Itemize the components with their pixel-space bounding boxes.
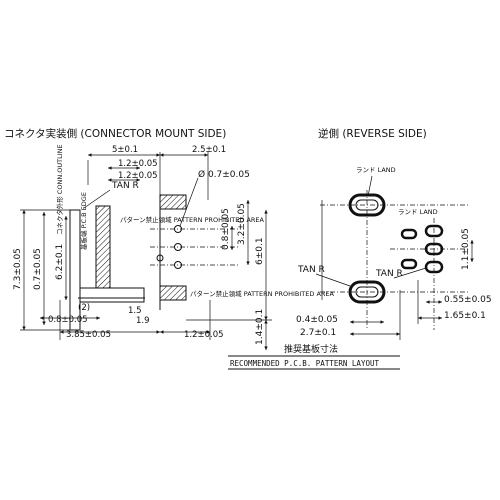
connector-body xyxy=(95,205,111,289)
left-top-dimensions: 5±0.1 2.5±0.1 1.2±0.05 1.2±0.05 xyxy=(87,145,226,200)
footer-title: 推奨基板寸法 RECOMMENDED P.C.B. PATTERN LAYOUT xyxy=(228,343,400,370)
dim-5: 5±0.1 xyxy=(112,145,138,155)
prohibited-area-top xyxy=(159,194,187,210)
right-dimensions: 1.1±0.05 0.55±0.05 1.65±0.1 0.4±0.05 2.7… xyxy=(296,228,492,340)
dim-1-2-a: 1.2±0.05 xyxy=(118,159,158,169)
footer-title-en: RECOMMENDED P.C.B. PATTERN LAYOUT xyxy=(230,359,379,368)
dim-2-paren: (2) xyxy=(78,303,90,313)
dim-1-65: 1.65±0.1 xyxy=(444,311,486,321)
dim-1-2-bottom: 1.2±0.05 xyxy=(184,330,224,340)
dim-7-3: 7.3±0.05 xyxy=(13,248,23,290)
right-tan-label-2: TAN R xyxy=(375,269,403,279)
dim-0-4: 0.4±0.05 xyxy=(296,315,338,325)
dim-0-8-bottom: 0.8±0.05 xyxy=(48,315,88,325)
pattern-label-bottom: パターン禁止領域 PATTERN PROHIBITED AREA xyxy=(190,289,335,298)
pattern-label-top: パターン禁止領域 PATTERN PROHIBITED AREA xyxy=(120,215,265,224)
left-bottom-dimensions: (2) 0.8±0.05 1.5 1.9 3.85±0.05 1.2±0.05 xyxy=(40,300,224,340)
dim-6: 6±0.1 xyxy=(255,237,265,265)
land-label-2: ランド LAND xyxy=(398,208,438,216)
footer-title-jp: 推奨基板寸法 xyxy=(284,343,338,355)
left-vertical-dimensions: 7.3±0.05 0.7±0.05 6.2±0.1 xyxy=(13,209,70,331)
dim-3-85: 3.85±0.05 xyxy=(66,330,111,340)
left-right-dimensions: 0.8±0.05 3.2±0.05 6±0.1 1.4±0.1 xyxy=(186,200,272,350)
pin-holes xyxy=(150,225,240,269)
prohibited-area-bottom xyxy=(159,285,187,301)
right-centerlines xyxy=(320,190,470,330)
hole-dim-label: Ø 0.7±0.05 xyxy=(198,169,250,180)
dim-6-2: 6.2±0.1 xyxy=(55,244,65,280)
left-view-title: コネクタ実装側 (CONNECTOR MOUNT SIDE) xyxy=(4,127,226,140)
dim-0-8-right: 0.8±0.05 xyxy=(221,208,231,250)
dim-1-1: 1.1±0.05 xyxy=(461,228,471,270)
dim-0-55: 0.55±0.05 xyxy=(444,295,492,305)
dim-3-2: 3.2±0.05 xyxy=(237,203,247,245)
dim-1-4: 1.4±0.1 xyxy=(255,309,265,345)
dim-1-2-b: 1.2±0.05 xyxy=(118,171,158,181)
land-label-1: ランド LAND xyxy=(356,166,396,174)
connector-outline xyxy=(69,200,161,331)
conn-outline-label: コネクタ外形 CONN.OUTLINE xyxy=(55,144,64,235)
dim-2-5: 2.5±0.1 xyxy=(192,145,226,155)
pcb-edge-label: 基板端 P.C.B EDGE xyxy=(79,192,88,250)
right-view-title: 逆側 (REVERSE SIDE) xyxy=(318,127,427,140)
left-tan-label: TAN R xyxy=(111,181,139,191)
dim-1-9: 1.9 xyxy=(136,316,150,326)
dim-2-7: 2.7±0.1 xyxy=(300,328,336,338)
right-tan-label-1: TAN R xyxy=(297,265,325,275)
dim-1-5: 1.5 xyxy=(128,306,142,316)
dim-0-7-left: 0.7±0.05 xyxy=(33,248,43,290)
